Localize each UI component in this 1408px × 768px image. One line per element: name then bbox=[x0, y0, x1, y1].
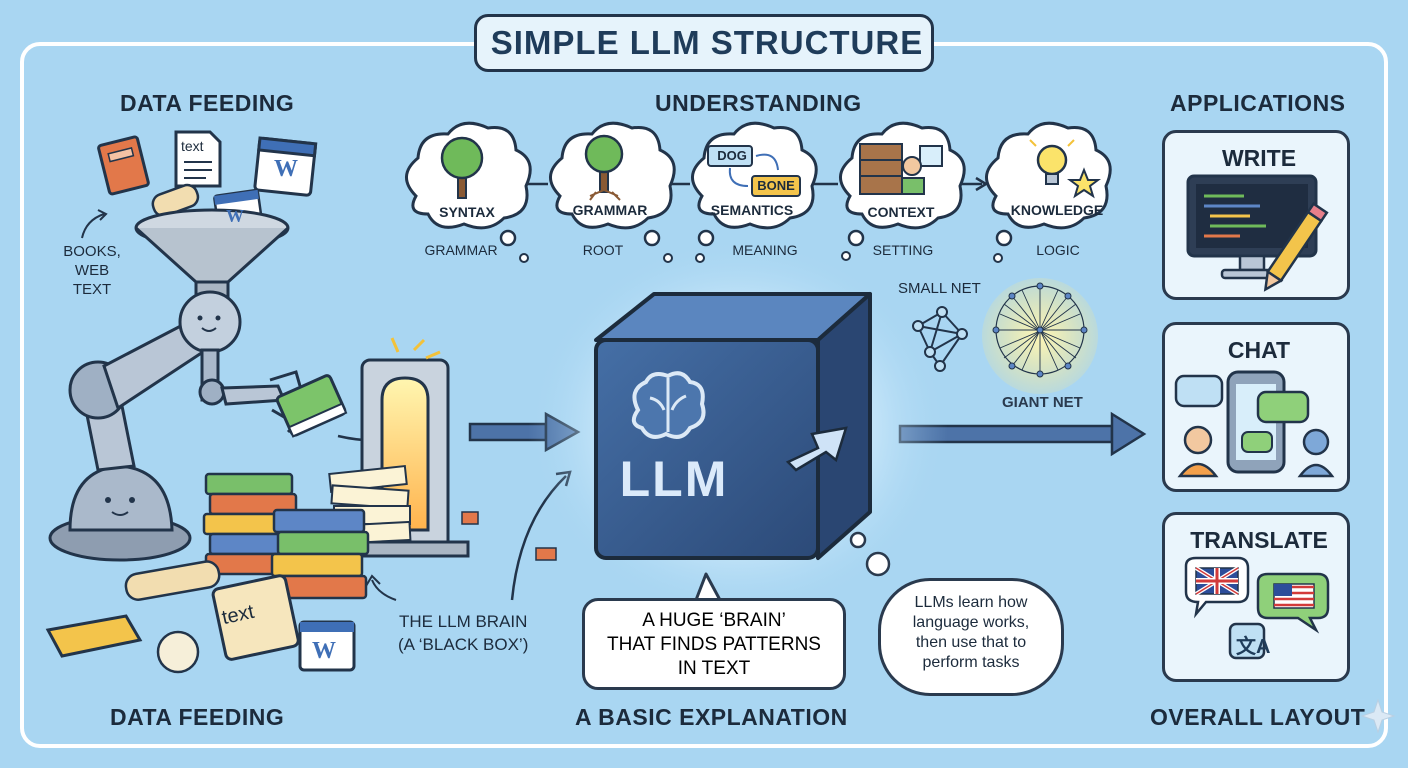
phone-chat-icon bbox=[1174, 370, 1335, 478]
translate-flags-icon bbox=[1184, 556, 1330, 660]
small-word-label: W bbox=[226, 206, 244, 226]
books-web-text-label: BOOKS, WEB TEXT bbox=[62, 242, 122, 299]
cloud-syntax bbox=[405, 121, 532, 263]
section-basic-explanation: A BASIC EXPLANATION bbox=[575, 704, 848, 730]
star-icon bbox=[1067, 167, 1101, 199]
word-dog: DOG bbox=[717, 148, 747, 163]
cloud-knowledge-label: KNOWLEDGE bbox=[1010, 202, 1104, 218]
explanation-text: A HUGE ‘BRAIN’ THAT FINDS PATTERNS IN TE… bbox=[585, 609, 843, 681]
sparkle-icon bbox=[1360, 698, 1396, 734]
books-web-text-line: TEXT bbox=[72, 281, 112, 298]
books-web-text-line: BOOKS, bbox=[63, 243, 121, 260]
cloud-grammar-sub: ROOT bbox=[582, 242, 624, 258]
word-bone: BONE bbox=[757, 178, 795, 193]
translate-glyph: 文A bbox=[1236, 636, 1271, 658]
llm-label: LLM bbox=[619, 451, 729, 507]
lightbulb-icon bbox=[1029, 139, 1075, 185]
cloud-context-sub: SETTING bbox=[872, 242, 934, 258]
cloud-grammar-label: GRAMMAR bbox=[572, 202, 648, 218]
giant-net-icon bbox=[982, 278, 1098, 394]
section-applications: APPLICATIONS bbox=[1170, 90, 1346, 116]
cloud-semantics-sub: MEANING bbox=[732, 242, 798, 258]
book-icon bbox=[97, 135, 150, 196]
source-arrow bbox=[81, 213, 105, 239]
section-overall-layout: OVERALL LAYOUT bbox=[1150, 704, 1366, 730]
funnel-icon bbox=[134, 208, 290, 304]
explanation-line: IN TEXT bbox=[677, 658, 751, 679]
cloud-syntax-label: SYNTAX bbox=[439, 204, 495, 220]
page-title: SIMPLE LLM STRUCTURE bbox=[490, 24, 924, 61]
brain-label-arrow bbox=[371, 579, 397, 601]
app-title-translate: TRANSLATE bbox=[1190, 527, 1328, 553]
app-title-chat: CHAT bbox=[1227, 337, 1291, 363]
tree-icon bbox=[440, 136, 484, 199]
text-doc-label: text bbox=[181, 138, 204, 154]
section-data-feeding-top: DATA FEEDING bbox=[120, 90, 295, 116]
section-data-feeding-bottom: DATA FEEDING bbox=[110, 704, 285, 730]
crumpled-paper-icon bbox=[156, 630, 200, 674]
reader-icon bbox=[859, 143, 943, 195]
cube-arrow-icon bbox=[785, 426, 848, 472]
giant-net-label: GIANT NET bbox=[1002, 394, 1083, 411]
note-text: LLMs learn how language works, then use … bbox=[881, 593, 1061, 673]
small-net-icon bbox=[912, 306, 968, 372]
note-line: then use that to bbox=[915, 634, 1027, 651]
paper-stack-icon bbox=[328, 464, 412, 546]
cloud-context-label: CONTEXT bbox=[867, 204, 935, 220]
word-link-icon bbox=[707, 145, 801, 197]
app-title-write: WRITE bbox=[1221, 145, 1297, 171]
brain-icon bbox=[631, 371, 706, 439]
note-cloud: LLMs learn how language works, then use … bbox=[878, 578, 1064, 696]
bottom-word-label: W bbox=[312, 638, 336, 664]
cloud-syntax-sub: GRAMMAR bbox=[424, 242, 498, 258]
bottom-word-icon bbox=[298, 620, 356, 672]
monitor-pencil-icon bbox=[1186, 174, 1329, 292]
text-document-icon bbox=[174, 130, 222, 188]
text-scroll-icon bbox=[211, 574, 300, 661]
llm-brain-label-line: THE LLM BRAIN bbox=[398, 612, 528, 631]
small-net-label: SMALL NET bbox=[898, 280, 981, 297]
tree-roots-icon bbox=[584, 134, 624, 201]
cloud-semantics bbox=[691, 121, 818, 263]
word-icon-label: W bbox=[274, 156, 298, 182]
held-book-icon bbox=[275, 374, 348, 438]
book-pile-icon bbox=[202, 472, 370, 600]
robot-arm bbox=[48, 290, 302, 562]
note-line: language works, bbox=[912, 614, 1030, 631]
explanation-line: THAT FINDS PATTERNS bbox=[607, 634, 821, 655]
word-document-icon bbox=[253, 136, 318, 197]
llm-brain-label: THE LLM BRAIN (A ‘BLACK BOX’) bbox=[398, 610, 528, 656]
cloud-knowledge bbox=[985, 121, 1112, 263]
cloud-context bbox=[839, 121, 966, 261]
section-understanding: UNDERSTANDING bbox=[655, 90, 862, 116]
output-arrow bbox=[898, 411, 1147, 457]
books-web-text-line: WEB bbox=[74, 262, 110, 279]
llm-brain-label-line: (A ‘BLACK BOX’) bbox=[398, 635, 529, 654]
note-line: perform tasks bbox=[922, 654, 1020, 671]
cloud-semantics-label: SEMANTICS bbox=[710, 202, 794, 218]
bottom-book-icon bbox=[45, 614, 143, 658]
scattered-scroll-icon bbox=[124, 560, 221, 601]
explanation-line: A HUGE ‘BRAIN’ bbox=[642, 610, 786, 631]
cloud-knowledge-sub: LOGIC bbox=[1036, 242, 1080, 258]
explanation-bubble: A HUGE ‘BRAIN’ THAT FINDS PATTERNS IN TE… bbox=[582, 598, 846, 690]
title-banner: SIMPLE LLM STRUCTURE bbox=[474, 14, 934, 72]
note-line: LLMs learn how bbox=[914, 594, 1028, 611]
cloud-grammar bbox=[549, 121, 676, 263]
